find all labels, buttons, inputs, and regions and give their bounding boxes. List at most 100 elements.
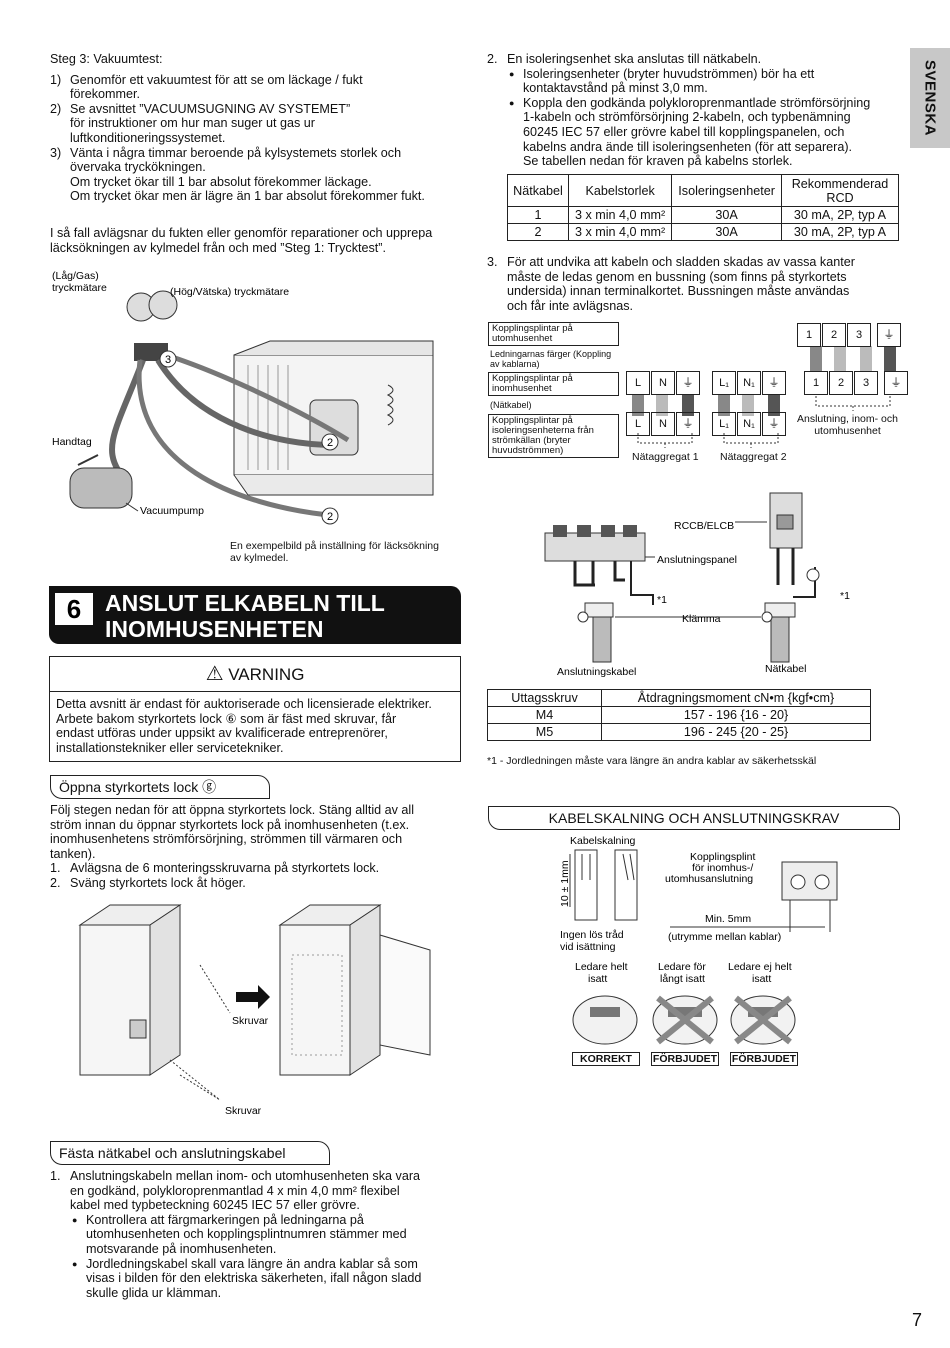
language-tab-label: SVENSKA [921,59,939,137]
power-supply-1-label: Nätaggregat 1 [632,451,699,463]
low-gauge-label-2: tryckmätare [52,282,107,294]
high-gauge-label: (Hög/Vätska) tryckmätare [170,286,289,298]
indoor-unit-figure: Skruvar Skruvar [78,904,431,1117]
ground-icon: ⏚ [884,371,908,395]
power-supply-2-label: Nätaggregat 2 [720,451,787,463]
footnote: *1 - Jordledningen måste vara längre än … [487,755,817,767]
callout-2: 2 [327,437,333,449]
terminal-label: Kopplingsplint [690,851,755,863]
forbidden-badge: FÖRBJUDET [730,1052,798,1066]
torque-table: Uttagsskruv Åtdragningsmoment cN•m {kgf•… [487,689,871,741]
bullet-item: Koppla den godkända polykloroprenmantlad… [507,96,907,169]
cross-icon [734,995,792,1045]
screws-label: Skruvar [232,1015,269,1027]
case-not-full-label: Ledare ej helt [728,961,792,973]
table-header: Nätkabel [506,174,570,207]
indoor-unit-closed [78,904,182,1076]
right-item2: 2.En isoleringsenhet ska anslutas till n… [487,52,907,169]
open-cover-text: Följ stegen nedan för att öppna styrkort… [50,803,465,891]
wiring-diagram [632,346,896,448]
terminal-1: 1 [797,323,821,347]
ground-icon: ⏚ [762,371,786,395]
step3-item: 2) Se avsnittet ”VACUUMSUGNING AV SYSTEM… [50,101,351,145]
terminal-L1: L₁ [712,371,736,395]
indoor-outdoor-connection-label: Anslutning, inom- och utomhusenhet [797,413,898,437]
cable-size-table: Nätkabel Kabelstorlek Isoleringsenheter … [506,174,899,241]
terminal-block-drawing [544,525,654,663]
isolator-terminal-label: Kopplingsplintar på isoleringsenheterna … [488,414,619,458]
callout-2: 2 [327,511,333,523]
warning-icon: ⚠ [205,663,224,685]
low-gauge-label: (Låg/Gas) [52,270,99,282]
attach-cable-heading: Fästa nätkabel och anslutningskabel [50,1141,330,1165]
terminal-L1: L₁ [712,412,736,436]
mains-cable-label: (Nätkabel) [490,400,532,410]
cross-icon [656,995,714,1045]
ground-icon: ⏚ [762,412,786,436]
mains-cable-label: Nätkabel [765,663,806,675]
ground-icon: ⏚ [676,412,700,436]
table-header: Isoleringsenheter [671,174,782,207]
warning-line: Arbete bakom styrkortets lock ⑥ som är f… [56,711,397,726]
warning-line: installationstekniker eller servicetekni… [56,740,284,755]
table-header: Åtdragningsmoment cN•m {kgf•cm} [601,689,871,707]
wire-colors-label: Ledningarnas färger (Koppling av kablarn… [490,349,612,369]
warning-title: VARNING [228,665,305,684]
ground-icon: ⏚ [877,323,901,347]
terminal-label-3: utomhusanslutning [665,873,753,885]
handle-label: Handtag [52,436,92,448]
clamp-label: Klämma [682,613,721,625]
strip-heading: KABELSKALNING OCH ANSLUTNINGSKRAV [488,806,900,830]
terminal-3: 3 [854,371,878,395]
terminal-L: L [626,371,650,395]
section-number: 6 [55,593,93,625]
terminal-3: 3 [847,323,871,347]
case-not-full-label-2: isatt [752,973,771,985]
section-title-line1: ANSLUT ELKABELN TILL [105,590,385,616]
terminal-2: 2 [822,323,846,347]
spacing-label: (utrymme mellan kablar) [668,931,781,943]
terminal-N1: N₁ [737,412,761,436]
terminal-N: N [651,371,675,395]
rccb-label: RCCB/ELCB [674,520,734,532]
ground-icon: ⏚ [676,371,700,395]
terminal-N: N [651,412,675,436]
table-header: Rekommenderad RCD [781,174,899,207]
outdoor-unit-drawing [233,340,434,496]
page-number: 7 [912,1310,923,1330]
section-6-header: 6 ANSLUT ELKABELN TILL INOMHUSENHETEN [49,586,461,644]
manifold [134,343,168,361]
warning-line: Detta avsnitt är endast för auktoriserad… [56,697,432,711]
terminal-L: L [626,412,650,436]
connection-panel-figure: RCCB/ELCB Anslutningspanel *1 *1 Klämma … [544,492,850,678]
strip-dimension: 10 ± 1mm [559,860,571,907]
table-header: Kabelstorlek [568,174,673,207]
no-loose-label: Ingen lös tråd [560,929,624,941]
rccb-drawing [761,492,820,663]
step3-note: I så fall avlägsnar du fukten eller geno… [50,225,433,255]
case-correct-label: Ledare helt [575,961,628,973]
no-loose-label-2: vid isättning [560,941,616,953]
case-too-far-label-2: långt isatt [660,973,705,985]
step3-heading: Steg 3: Vakuumtest: [50,52,163,66]
warning-box: ⚠ VARNING Detta avsnitt är endast för au… [49,656,461,762]
right-item3: 3. För att undvika att kabeln och sladde… [487,255,855,313]
connection-cable-label: Anslutningskabel [557,666,636,678]
forbidden-badge: FÖRBJUDET [651,1052,719,1066]
indoor-unit-open [278,904,431,1076]
correct-example [572,995,638,1045]
panel-label: Anslutningspanel [657,554,737,566]
terminal-N1: N₁ [737,371,761,395]
strip-label: Kabelskalning [570,835,636,847]
pump-label: Vacuumpump [140,505,204,517]
bullet-item: Isoleringsenheter (bryter huvudströmmen)… [507,67,907,96]
min-spacing-label: Min. 5mm [705,913,751,925]
footnote-marker: *1 [840,590,850,602]
leak-figure-caption: En exempelbild på inställning för läcksö… [230,540,439,564]
